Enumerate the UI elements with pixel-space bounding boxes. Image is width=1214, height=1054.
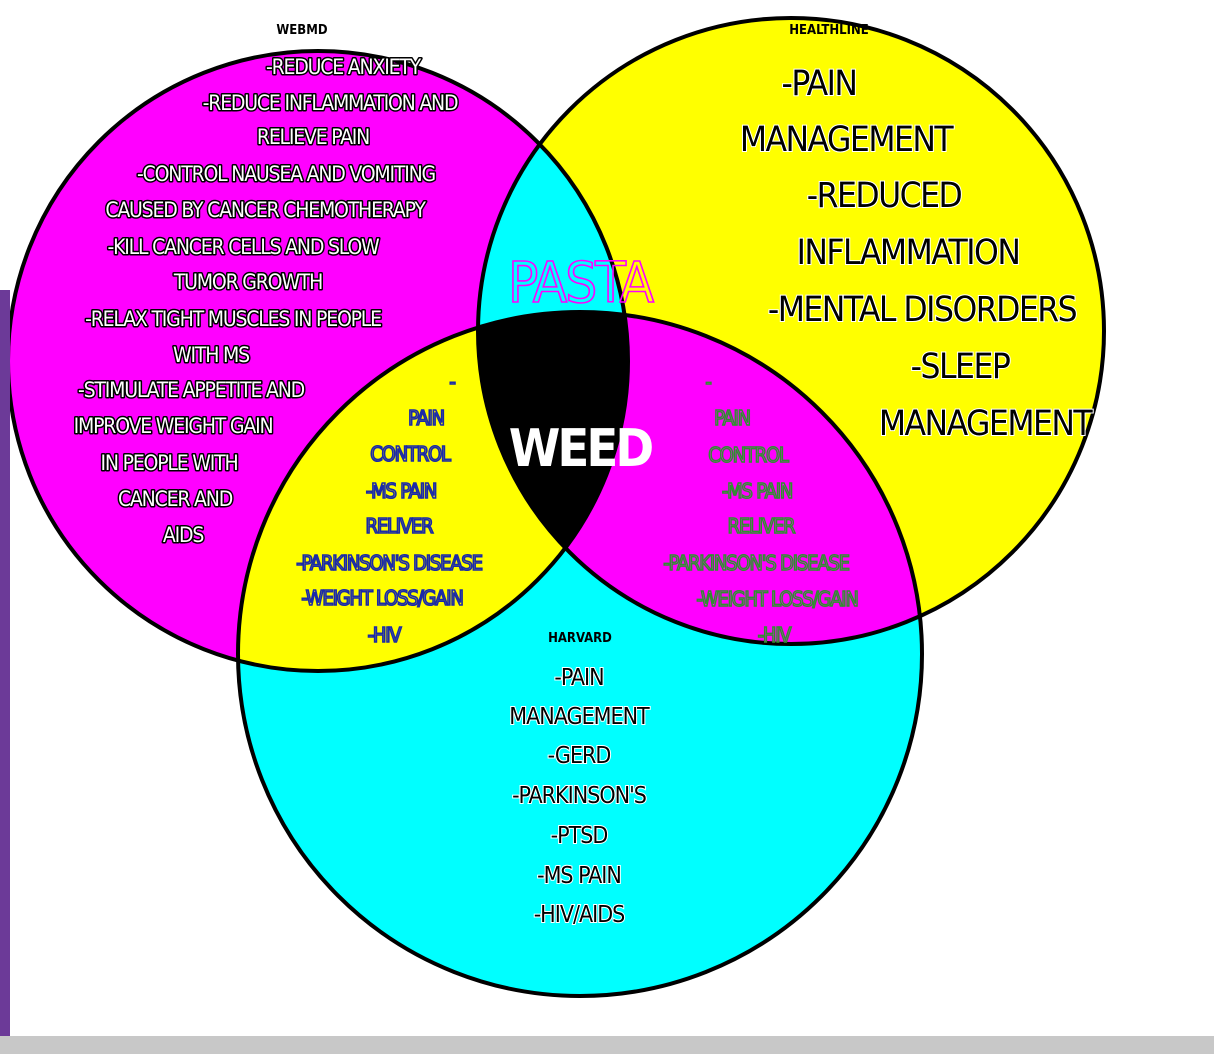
healthline-line: MANAGEMENT: [740, 120, 955, 160]
webmd-line: -KILL CANCER CELLS AND SLOW: [107, 235, 380, 259]
harvard-line: -GERD: [548, 743, 611, 769]
overlap-line: -WEIGHT LOSS/GAIN: [696, 587, 857, 611]
overlap-line: CONTROL: [708, 443, 789, 467]
weed-label: WEED: [509, 419, 653, 479]
harvard-outline: [236, 310, 924, 998]
healthline-line: -PAIN: [782, 64, 857, 104]
harvard-line: -PAIN: [554, 665, 603, 691]
healthline-outline: [476, 16, 1106, 646]
healthline-harvard-list: - PAIN CONTROL -MS PAIN RELIVER -PARKINS…: [662, 369, 859, 647]
overlap-line: -HIV: [758, 623, 793, 647]
webmd-line: IMPROVE WEIGHT GAIN: [74, 414, 273, 438]
harvard-line: -PARKINSON'S: [512, 783, 646, 809]
webmd-line: -REDUCE ANXIETY: [266, 55, 422, 79]
overlap-line: PAIN: [714, 406, 750, 430]
overlap-line: -: [449, 370, 455, 394]
overlap-line: PAIN: [408, 406, 444, 430]
webmd-list: -REDUCE ANXIETY -REDUCE INFLAMMATION AND…: [72, 54, 461, 549]
harvard-line: -MS PAIN: [537, 863, 621, 889]
webmd-line: AIDS: [163, 523, 203, 547]
webmd-line: -STIMULATE APPETITE AND: [78, 378, 305, 402]
healthline-line: -MENTAL DISORDERS: [768, 290, 1077, 330]
harvard-line: -PTSD: [551, 823, 608, 849]
healthline-title: HEALTHLINE: [789, 23, 868, 38]
bottom-bar: [0, 1036, 1214, 1054]
overlap-line: -PARKINSON'S DISEASE: [296, 551, 482, 575]
healthline-line: -SLEEP: [911, 347, 1010, 387]
harvard-list: -PAIN MANAGEMENT -GERD -PARKINSON'S -PTS…: [508, 664, 652, 929]
left-accent-bar: [0, 290, 10, 1036]
webmd-line: -CONTROL NAUSEA AND VOMITING: [137, 162, 436, 186]
webmd-line: -REDUCE INFLAMMATION AND: [203, 91, 458, 115]
overlap-line: -HIV: [368, 623, 403, 647]
webmd-line: WITH MS: [173, 343, 249, 367]
healthline-harvard-overlap: [478, 312, 922, 644]
overlap-line: -MS PAIN: [722, 479, 792, 503]
healthline-line: -REDUCED: [807, 176, 962, 216]
overlap-line: -PARKINSON'S DISEASE: [663, 551, 849, 575]
overlap-line: RELIVER: [366, 514, 434, 538]
webmd-title: WEBMD: [276, 23, 327, 38]
webmd-line: RELIEVE PAIN: [257, 125, 369, 149]
harvard-line: -HIV/AIDS: [534, 902, 625, 928]
overlap-line: CONTROL: [370, 442, 451, 466]
webmd-line: -RELAX TIGHT MUSCLES IN PEOPLE: [85, 307, 381, 331]
healthline-line: INFLAMMATION: [797, 233, 1020, 273]
webmd-line: TUMOR GROWTH: [173, 270, 322, 294]
overlap-line: RELIVER: [728, 514, 796, 538]
harvard-title: HARVARD: [548, 631, 612, 646]
healthline-line: MANAGEMENT: [879, 404, 1094, 444]
webmd-line: CANCER AND: [118, 487, 233, 511]
webmd-harvard-list: - PAIN CONTROL -MS PAIN RELIVER -PARKINS…: [295, 369, 484, 648]
harvard-line: MANAGEMENT: [509, 704, 650, 730]
overlap-line: -: [705, 370, 711, 394]
healthline-list: -PAIN MANAGEMENT -REDUCED INFLAMMATION -…: [739, 63, 1096, 445]
pasta-label: PASTA: [508, 251, 655, 316]
overlap-line: -MS PAIN: [366, 479, 436, 503]
overlap-line: -WEIGHT LOSS/GAIN: [301, 586, 462, 610]
webmd-line: CAUSED BY CANCER CHEMOTHERAPY: [105, 198, 426, 222]
webmd-line: IN PEOPLE WITH: [101, 451, 238, 475]
